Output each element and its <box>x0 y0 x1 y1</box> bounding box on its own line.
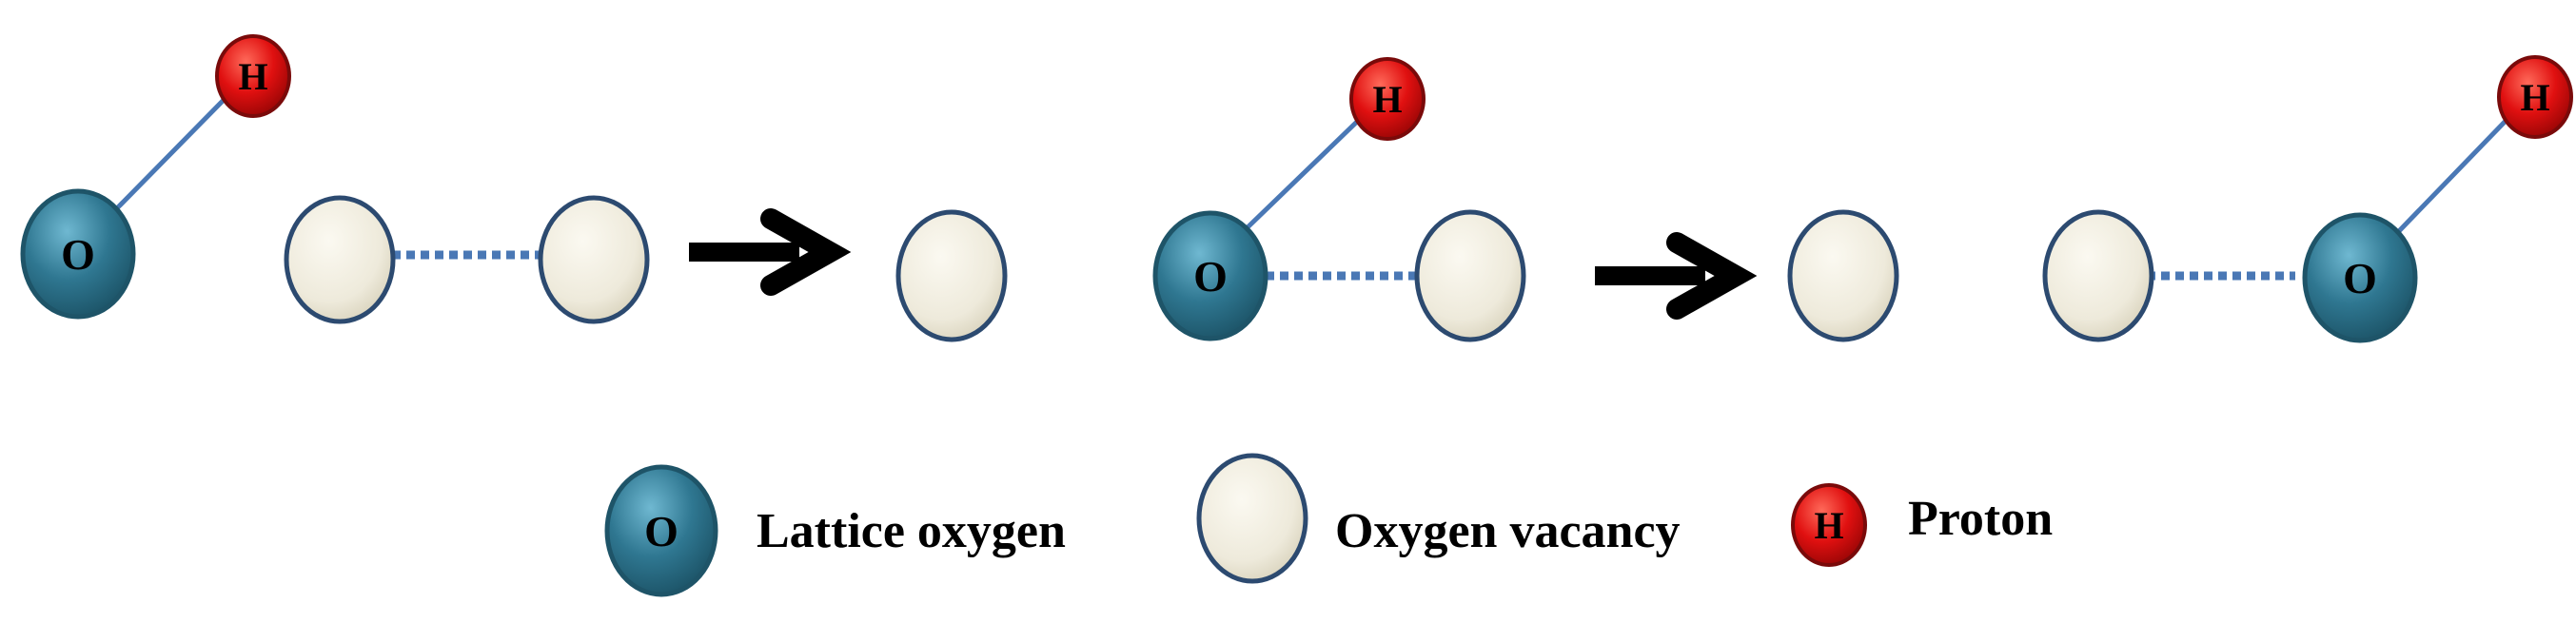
reaction-arrow <box>689 208 852 296</box>
stage-3: H O <box>1787 55 2573 343</box>
lattice-oxygen: O <box>20 188 136 320</box>
legend-label-oxygen-vacancy: Oxygen vacancy <box>1335 504 1681 558</box>
reaction-arrow <box>1595 232 1758 320</box>
proton-symbol: H <box>2520 76 2549 119</box>
legend-lattice-oxygen: O Lattice oxygen <box>604 464 1066 597</box>
oxygen-symbol: O <box>2343 254 2377 302</box>
proton-symbol: H <box>1814 504 1843 547</box>
proton: H <box>1349 57 1426 141</box>
lattice-oxygen-swatch <box>604 464 718 597</box>
stage-2: H O <box>895 57 1526 342</box>
oxygen-vacancy <box>895 209 1008 342</box>
legend-oxygen-vacancy: Oxygen vacancy <box>1196 453 1681 584</box>
oxygen-vacancy <box>1414 209 1526 342</box>
proton: H <box>215 34 291 118</box>
proton-symbol: H <box>238 55 267 98</box>
proton: H <box>2497 55 2573 139</box>
oh-bond <box>112 95 228 213</box>
lattice-oxygen: O <box>1152 210 1268 341</box>
proton-symbol: H <box>1372 78 1402 121</box>
oxygen-symbol: O <box>1193 252 1228 301</box>
oxygen-vacancy-swatch <box>1196 453 1308 584</box>
oxygen-vacancy <box>538 195 650 324</box>
oh-bond <box>2396 116 2510 234</box>
oxygen-vacancy <box>284 195 396 324</box>
legend-proton: H Proton <box>1791 483 2053 567</box>
oxygen-vacancy <box>2042 209 2154 342</box>
proton-swatch <box>1791 483 1867 567</box>
oxygen-vacancy <box>1787 209 1899 342</box>
legend-label-proton: Proton <box>1908 492 2053 546</box>
oh-bond <box>1245 118 1361 230</box>
stage-1: H O <box>20 34 650 324</box>
oxygen-symbol: O <box>61 230 95 279</box>
legend-label-lattice-oxygen: Lattice oxygen <box>757 504 1066 558</box>
lattice-oxygen: O <box>2302 212 2418 343</box>
oxygen-symbol: O <box>644 507 678 555</box>
legend: O Lattice oxygen Oxygen vacancy H Proton <box>604 453 2053 597</box>
